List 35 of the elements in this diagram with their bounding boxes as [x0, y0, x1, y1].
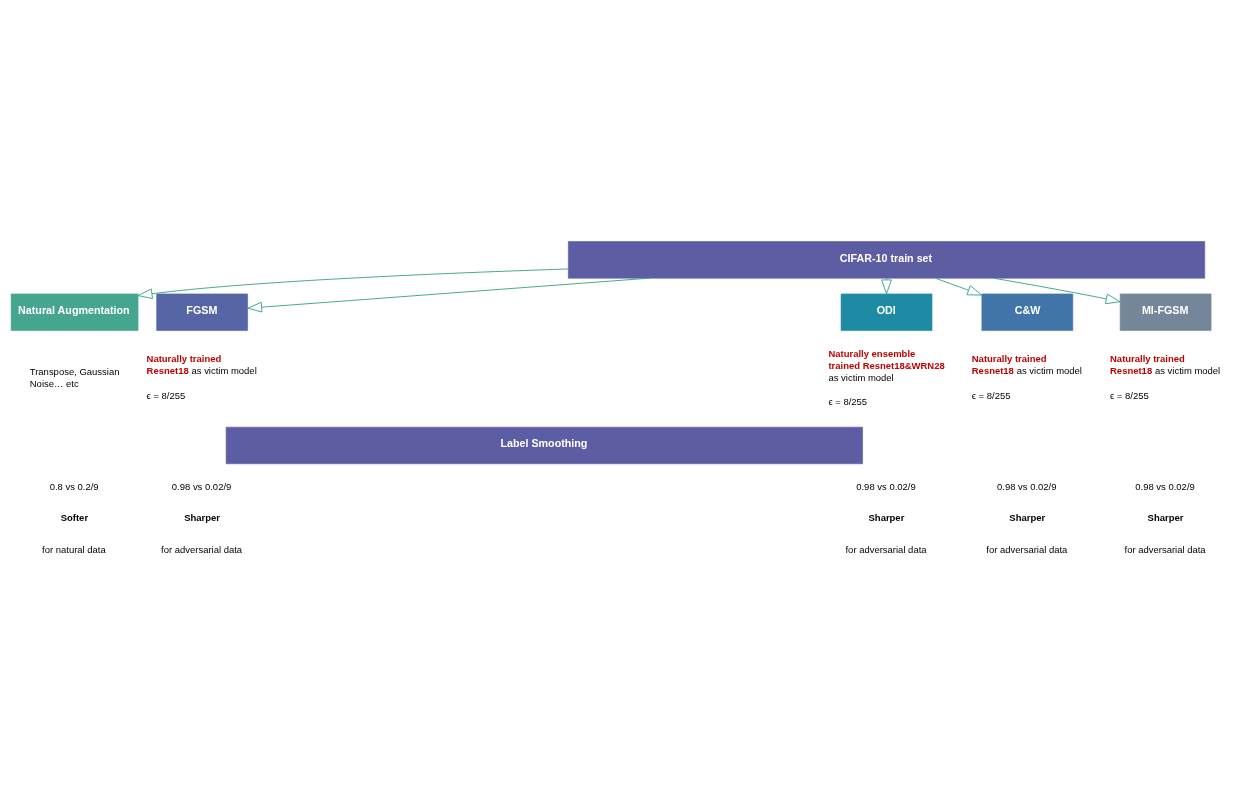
- node-box: MI-FGSM: [1119, 293, 1212, 331]
- node-box: C&W: [981, 293, 1074, 331]
- arrow: [934, 277, 983, 295]
- label: for adversarial data: [986, 543, 1068, 555]
- arrow: [992, 277, 1121, 304]
- label: 0.98 vs 0.02/9: [1135, 480, 1195, 492]
- node-box: FGSM: [156, 293, 248, 331]
- label: 0.98 vs 0.02/9: [856, 480, 916, 492]
- node-label: Naturally trained Resnet18 as victim model: [146, 352, 257, 376]
- node-label: ϵ = 8/255: [146, 389, 186, 401]
- label: Softer: [60, 511, 89, 523]
- node-label: ϵ = 8/255: [1110, 389, 1149, 401]
- arrow: [247, 277, 651, 312]
- label: for adversarial data: [1124, 543, 1206, 555]
- label: for adversarial data: [161, 543, 243, 555]
- label: Sharper: [1147, 511, 1184, 523]
- label: Sharper: [1009, 511, 1046, 523]
- node-label: ϵ = 8/255: [828, 395, 868, 407]
- label: Sharper: [184, 511, 220, 523]
- node-box: Label Smoothing: [225, 426, 863, 464]
- label: 0.98 vs 0.02/9: [171, 480, 232, 492]
- node-label: ϵ = 8/255: [971, 389, 1011, 401]
- node-label: Transpose, Gaussian Noise… etc: [29, 365, 120, 389]
- node-label: Naturally trained Resnet18 as victim model: [1110, 352, 1221, 376]
- label: 0.8 vs 0.2/9: [49, 480, 99, 492]
- label: for natural data: [42, 543, 106, 555]
- node-box: ODI: [840, 293, 933, 331]
- arrow: [137, 267, 569, 299]
- node-box: Natural Augmentation: [10, 293, 139, 331]
- label: Sharper: [868, 511, 905, 523]
- label: 0.98 vs 0.02/9: [997, 480, 1057, 492]
- arrow: [881, 277, 892, 294]
- node-label: Naturally ensemble trained Resnet18&WRN28 as victim model: [828, 347, 945, 383]
- node-label: Naturally trained Resnet18 as victim model: [971, 352, 1082, 376]
- label: for adversarial data: [845, 543, 927, 555]
